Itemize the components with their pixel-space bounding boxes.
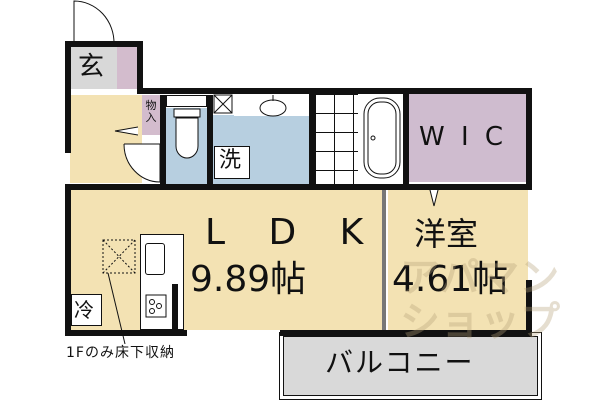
room-hall [70, 95, 142, 183]
entrance-door-swing-icon [73, 0, 115, 45]
door-arrow-icon [114, 126, 138, 136]
stove-icon [145, 294, 167, 318]
wall [65, 184, 532, 190]
room-storage [142, 95, 160, 135]
wall [65, 330, 187, 336]
wall [65, 41, 71, 153]
toilet-tank [166, 95, 207, 107]
room-wic [409, 94, 527, 182]
room-label-storage: 物入 [145, 99, 157, 125]
room-western [388, 190, 528, 330]
annotation-underfloor-storage: 1Fのみ床下収納 [66, 345, 175, 361]
fridge-space [71, 294, 102, 326]
wall [207, 95, 213, 185]
wall [403, 88, 409, 185]
entrance-closet [117, 46, 137, 89]
hall-door-swing-icon [123, 143, 161, 183]
underfloor-storage-icon [102, 239, 136, 274]
room-label-ldk: L D K [205, 212, 380, 253]
watermark: アパマンショップ [400, 255, 560, 345]
room-label-wic: W I C [419, 122, 508, 152]
wall [280, 330, 532, 336]
room-entrance [70, 46, 117, 89]
sink-icon [259, 95, 287, 117]
room-label-western: 洋室 [414, 215, 479, 253]
wall [137, 88, 530, 94]
room-label-balcony: バルコニー [325, 346, 475, 379]
room-size-western: 4.61帖 [392, 259, 509, 300]
toilet-icon [173, 108, 201, 159]
washing-machine-space [214, 146, 250, 179]
wall [526, 88, 532, 188]
wall [309, 88, 315, 185]
room-balcony [279, 332, 542, 400]
kitchen-partition [172, 284, 178, 330]
wic-door-arrow-icon [428, 185, 440, 207]
wall [382, 190, 386, 330]
wall [526, 280, 532, 336]
room-label-entrance: 玄 [78, 52, 105, 82]
wall [65, 184, 71, 336]
room-size-ldk: 9.89帖 [190, 259, 307, 300]
floor-drain-icon [213, 94, 233, 114]
room-ldk [70, 190, 382, 330]
wall [160, 95, 166, 185]
wall [65, 41, 142, 47]
room-label-washroom: 洗 [219, 148, 242, 173]
bathtub-icon [363, 97, 401, 179]
wall [137, 41, 143, 91]
kitchen-sink-icon [145, 243, 165, 275]
fridge-label: 冷 [74, 298, 94, 322]
